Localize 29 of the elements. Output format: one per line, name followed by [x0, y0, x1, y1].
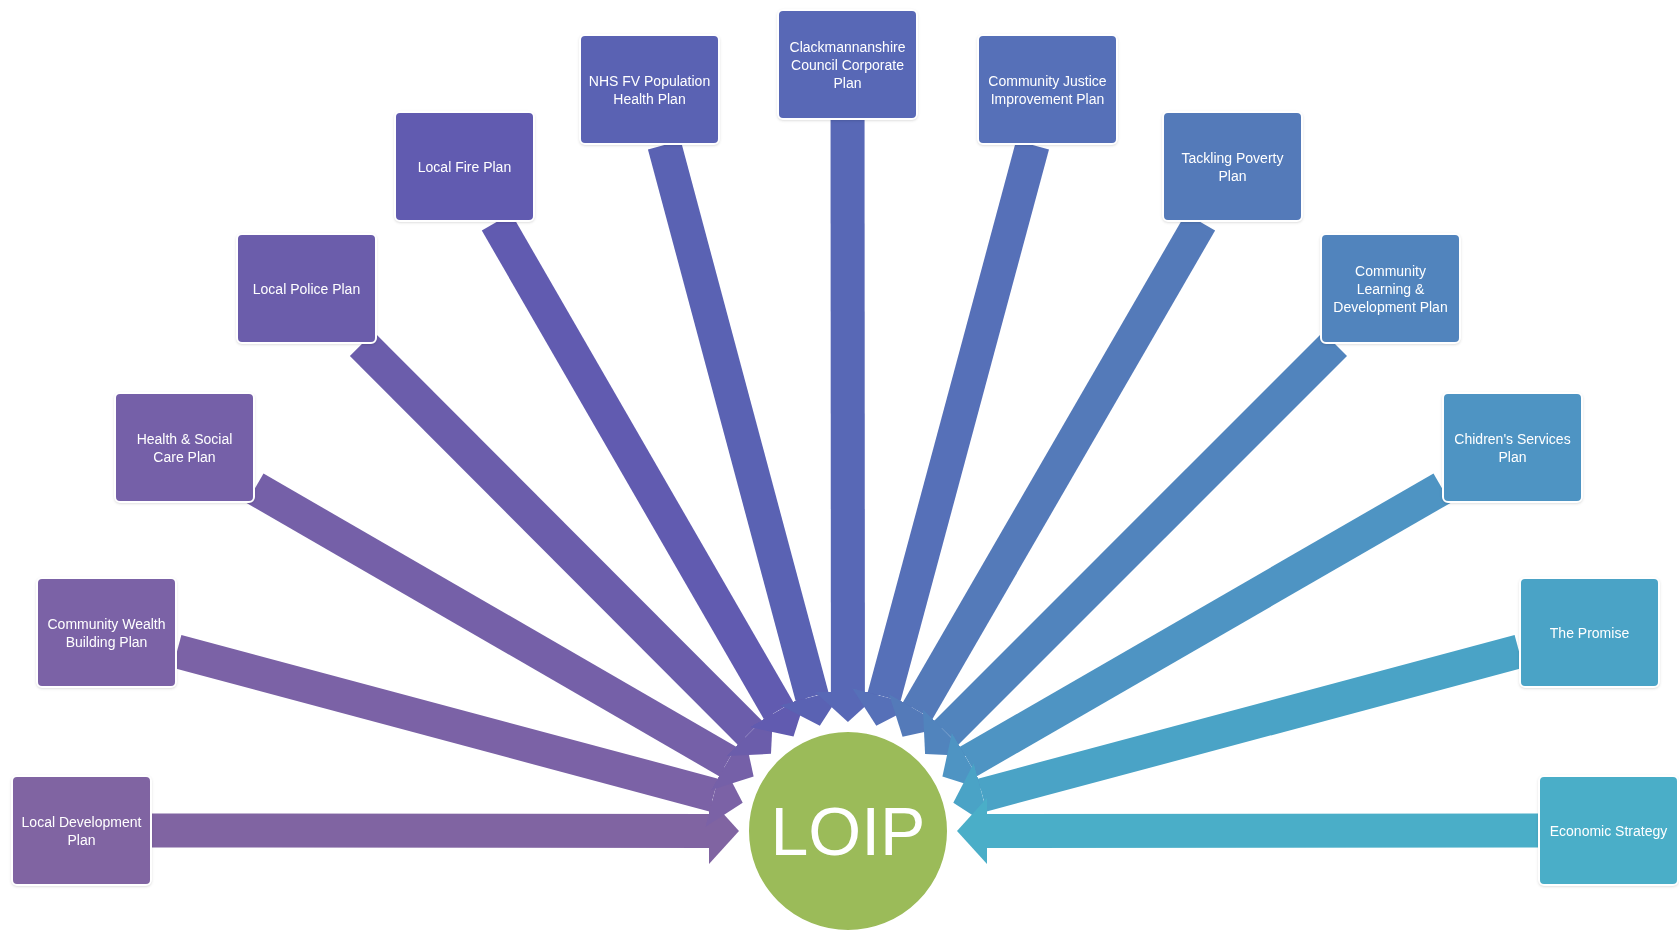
- box-label: Chidren's Services Plan: [1453, 429, 1572, 466]
- box-label: Community Wealth Building Plan: [46, 614, 167, 651]
- plan-box: [1442, 392, 1583, 503]
- plan-box: [36, 577, 177, 688]
- box-label: Local Fire Plan: [417, 157, 512, 176]
- plan-box: [114, 392, 255, 503]
- plan-box: [777, 9, 918, 120]
- plan-box: [1162, 111, 1303, 222]
- plan-box: [11, 775, 152, 886]
- box-label: Community Learning & Development Plan: [1332, 261, 1449, 316]
- box-label: Clackmannanshire Council Corporate Plan: [788, 37, 907, 92]
- box-label: Health & Social Care Plan: [135, 429, 234, 466]
- box-label: Economic Strategy: [1549, 821, 1668, 840]
- plan-box: [1320, 233, 1461, 344]
- box-label: The Promise: [1549, 623, 1630, 642]
- box-label: Local Police Plan: [252, 279, 361, 298]
- plan-box: [977, 34, 1118, 145]
- box-label: Tackling Poverty Plan: [1180, 148, 1285, 185]
- plan-box: [1538, 775, 1679, 886]
- box-label: Local Development Plan: [20, 812, 143, 849]
- box-label: NHS FV Population Health Plan: [587, 71, 712, 108]
- plan-box: [1519, 577, 1660, 688]
- plan-box: [579, 34, 720, 145]
- circle-label: LOIP: [770, 797, 926, 865]
- plan-box: [236, 233, 377, 344]
- block-arrow: [957, 797, 1538, 864]
- block-arrow: [246, 473, 754, 790]
- box-label: Community Justice Improvement Plan: [987, 71, 1108, 108]
- plan-box: [394, 111, 535, 222]
